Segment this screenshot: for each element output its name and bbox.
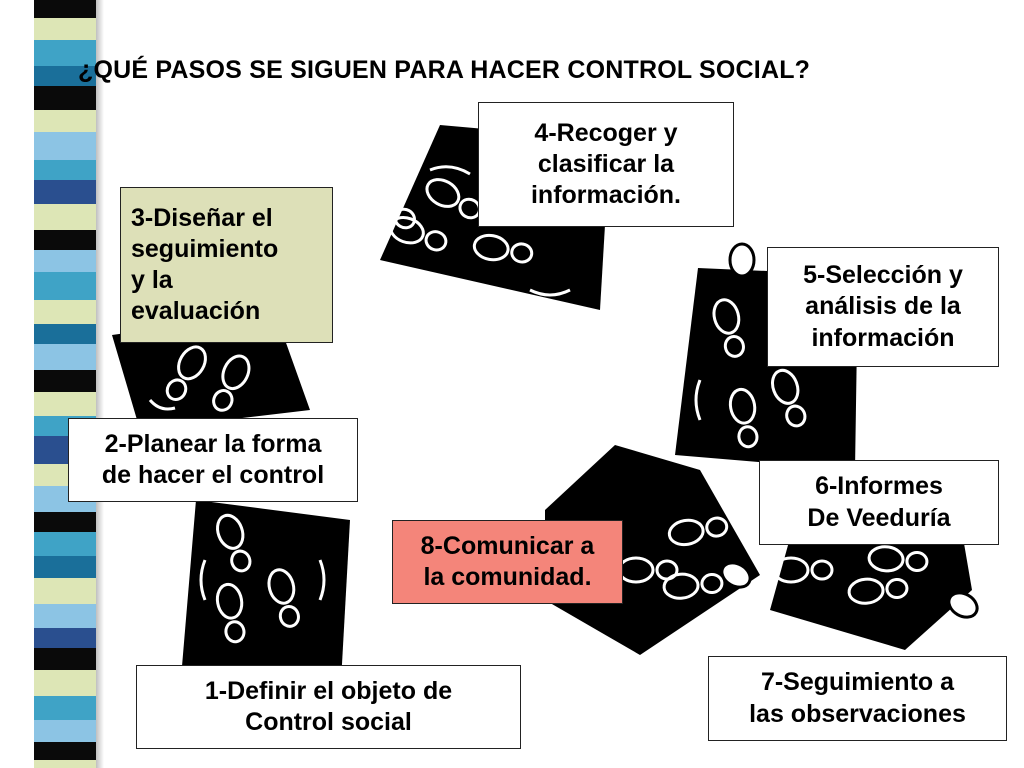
stripe-segment <box>34 160 96 180</box>
step-4-line-2: clasificar la <box>537 149 675 178</box>
step-8-box: 8-Comunicar a la comunidad. <box>392 520 623 604</box>
stripe-segment <box>34 324 96 344</box>
slide-title: ¿QUÉ PASOS SE SIGUEN PARA HACER CONTROL … <box>78 56 811 84</box>
stripe-segment <box>34 604 96 628</box>
stripe-shadow <box>96 0 104 768</box>
step-1-line-1: 1-Definir el objeto de <box>204 676 453 705</box>
footprint-patch-1 <box>180 500 350 700</box>
step-3-line-1: 3-Diseñar el <box>131 203 273 232</box>
stripe-segment <box>34 628 96 648</box>
step-6-line-2: De Veeduría <box>807 503 951 532</box>
step-3-line-4: evaluación <box>131 297 261 326</box>
step-2-line-2: de hacer el control <box>101 461 325 489</box>
step-2-line-1: 2-Planear la forma <box>104 429 322 458</box>
stripe-segment <box>34 110 96 132</box>
stripe-segment <box>34 648 96 670</box>
stripe-segment <box>34 180 96 204</box>
step-4-line-3: información. <box>530 181 681 210</box>
stripe-segment <box>34 556 96 578</box>
stripe-segment <box>34 300 96 324</box>
stripe-segment <box>34 760 96 768</box>
stripe-segment <box>34 670 96 696</box>
stripe-segment <box>34 720 96 742</box>
stripe-segment <box>34 272 96 300</box>
step-3-line-2: seguimiento <box>131 234 279 263</box>
decorative-stripe-bar <box>34 0 96 768</box>
stripe-segment <box>34 132 96 160</box>
stripe-segment <box>34 230 96 250</box>
stripe-segment <box>34 0 96 18</box>
stripe-segment <box>34 696 96 720</box>
stripe-segment <box>34 392 96 416</box>
stripe-segment <box>34 578 96 604</box>
step-7-line-2: las observaciones <box>749 699 966 728</box>
stripe-segment <box>34 18 96 40</box>
step-4-line-1: 4-Recoger y <box>534 118 678 147</box>
stripe-segment <box>34 204 96 230</box>
step-8-line-2: la comunidad. <box>423 563 592 591</box>
step-5-line-1: 5-Selección y <box>803 261 963 290</box>
stripe-segment <box>34 370 96 392</box>
footprint-patch-6 <box>770 520 972 650</box>
stripe-segment <box>34 66 96 86</box>
step-6-line-1: 6-Informes <box>815 472 943 501</box>
loose-footprints <box>355 182 979 619</box>
step-1-box: 1-Definir el objeto de Control social <box>136 665 521 749</box>
step-8-line-1: 8-Comunicar a <box>420 531 595 560</box>
stripe-segment <box>34 86 96 110</box>
stripe-segment <box>34 344 96 370</box>
stripe-segment <box>34 250 96 272</box>
step-7-line-1: 7-Seguimiento a <box>760 668 955 697</box>
stripe-segment <box>34 742 96 760</box>
step-5-line-2: análisis de la <box>805 292 961 321</box>
stripe-segment <box>34 532 96 556</box>
step-5-line-3: información <box>811 323 955 352</box>
step-3-line-3: y la <box>131 266 173 294</box>
stripe-segment <box>34 512 96 532</box>
step-2-box: 2-Planear la forma de hacer el control <box>68 418 358 502</box>
step-1-line-2: Control social <box>245 708 412 736</box>
stripe-segment <box>34 40 96 66</box>
